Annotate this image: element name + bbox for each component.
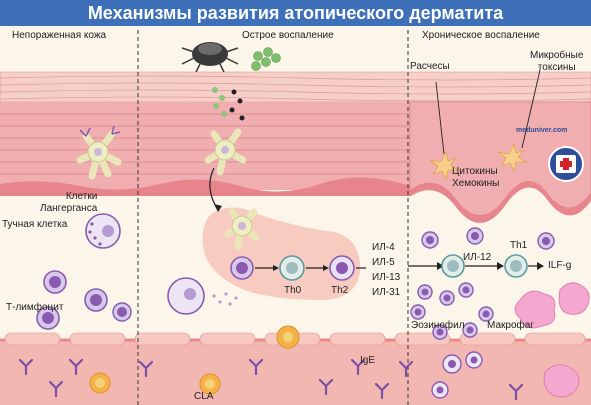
- chronic-basal: [410, 180, 591, 223]
- allergen-particles-icon: [251, 47, 281, 71]
- chemokines-label: Хемокины: [452, 178, 500, 189]
- section-healthy-label: Непораженная кожа: [12, 30, 107, 41]
- mast-cell-icon: [85, 213, 121, 249]
- page-title: Механизмы развития атопического дерматит…: [0, 0, 591, 26]
- th-cells-acute: [230, 255, 366, 281]
- epidermis-cells: [0, 113, 410, 175]
- macrophage-label: Макрофаг: [487, 320, 534, 331]
- il31-label: ИЛ-31: [372, 287, 401, 298]
- dust-mite-icon: [181, 42, 239, 73]
- th2-label: Th2: [331, 285, 349, 296]
- eosinophil-icons: [431, 351, 483, 399]
- th1-label: Th1: [510, 240, 528, 251]
- il5-label: ИЛ-5: [372, 257, 395, 268]
- il4-label: ИЛ-4: [372, 242, 395, 253]
- ilfg-label: ILF-g: [548, 260, 572, 271]
- eosinophil-label: Эозинофил: [411, 320, 465, 331]
- il13-label: ИЛ-13: [372, 272, 401, 283]
- corneum-lines: [0, 75, 591, 102]
- scratch-starburst-icons: [429, 142, 528, 181]
- t-lymphocyte-label: Т-лимфоцит: [6, 302, 64, 313]
- section-chronic-label: Хроническое воспаление: [422, 30, 540, 41]
- basal-layer: [0, 177, 410, 196]
- meduniver-logo: [548, 146, 584, 182]
- chronic-immune-cells: [410, 227, 555, 340]
- langerhans-cell-dermis-icon: [224, 208, 260, 250]
- section-acute-label: Острое воспаление: [242, 30, 334, 41]
- mast-cell-acute-icon: [167, 277, 238, 315]
- allergen-trail: [212, 87, 245, 121]
- stratum-corneum: [0, 71, 591, 103]
- migration-arrowhead: [214, 204, 222, 212]
- langerhans-label: Клетки Лангерганса: [40, 191, 98, 214]
- scratches-label: Расчесы: [410, 61, 450, 72]
- epidermis-layer: [0, 102, 410, 190]
- microbial-toxins-label: Микробные токсины: [530, 50, 584, 73]
- il-arrowhead: [437, 262, 444, 270]
- watermark-text: meduniver.com: [516, 127, 568, 134]
- label-leader-lines: [435, 69, 541, 155]
- th-cells-chronic: [441, 254, 544, 278]
- cytokines-label: Цитокины: [452, 166, 498, 177]
- ige-antibodies: [18, 358, 524, 401]
- ige-label: IgE: [360, 355, 376, 366]
- vessel-cells: [89, 325, 300, 395]
- blood-vessel-band: [0, 340, 591, 405]
- langerhans-cell-acute-icon: [204, 128, 247, 176]
- il12-label: ИЛ-12: [463, 252, 492, 263]
- cla-label: CLA: [194, 391, 214, 402]
- mast-cell-label: Тучная клетка: [2, 219, 68, 230]
- langerhans-cell-icon: [76, 125, 122, 180]
- th0-label: Th0: [284, 285, 302, 296]
- macrophage-icons: [514, 282, 590, 398]
- t-lymphocyte-icons: [36, 270, 132, 330]
